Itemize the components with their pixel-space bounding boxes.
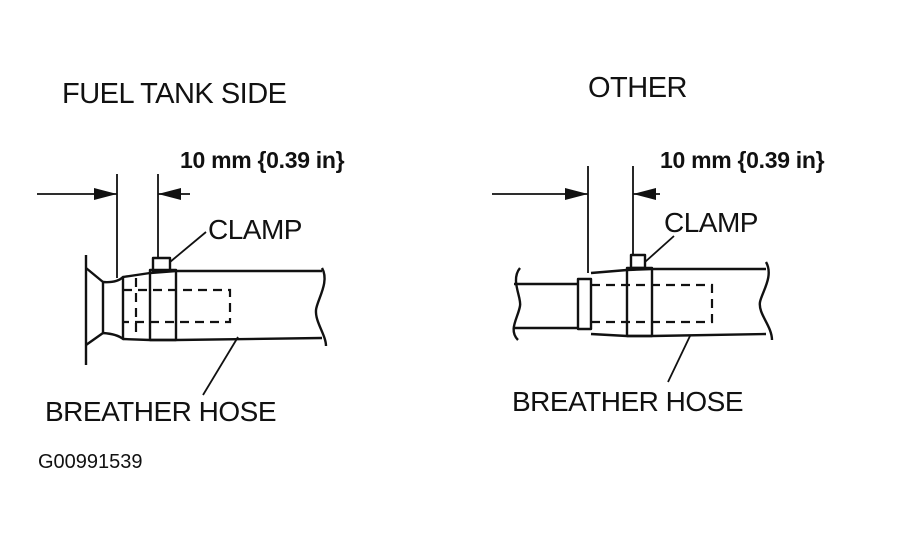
tank-fitting (85, 267, 105, 346)
clamp-band (148, 268, 178, 342)
fuel-tank-side-drawing (37, 174, 328, 396)
clamp-screw (629, 253, 647, 270)
clamp-leader (169, 231, 207, 263)
hidden-pipe-outline (591, 283, 714, 324)
breather-hose-body-bottom (590, 332, 767, 338)
dimension-label-other: 10 mm {0.39 in} (660, 147, 825, 173)
panel-title-fuel-tank-side: FUEL TANK SIDE (62, 78, 287, 110)
breather-hose-label-other: BREATHER HOSE (512, 386, 744, 417)
clamp-label-other: CLAMP (664, 207, 758, 238)
dimension-label-fuel-tank-side: 10 mm {0.39 in} (180, 147, 345, 173)
figure-code: G00991539 (38, 451, 143, 473)
clamp-band (625, 266, 654, 338)
dimension-arrow-left-head (565, 188, 588, 200)
pipe-bulge (576, 277, 593, 331)
clamp-screw (151, 256, 172, 273)
hose-leader (202, 336, 239, 396)
breather-hose-body (590, 267, 766, 275)
clamp-label-fuel-tank-side: CLAMP (208, 214, 302, 245)
hose-broken-end (314, 267, 328, 347)
clamp-leader (644, 235, 675, 263)
breather-hose-label-fuel-tank-side: BREATHER HOSE (45, 396, 277, 427)
pipe-broken-end (512, 267, 522, 341)
hose-broken-end (758, 261, 774, 341)
other-drawing (492, 166, 774, 383)
dimension-arrow-right-head (633, 188, 656, 200)
fitting-bulge (102, 275, 125, 341)
hidden-pipe-outline (123, 288, 232, 324)
hose-leader (667, 335, 691, 383)
dimension-arrow-right-head (158, 188, 181, 200)
dimension-arrow-left-head (94, 188, 117, 200)
panel-title-other: OTHER (588, 72, 688, 104)
